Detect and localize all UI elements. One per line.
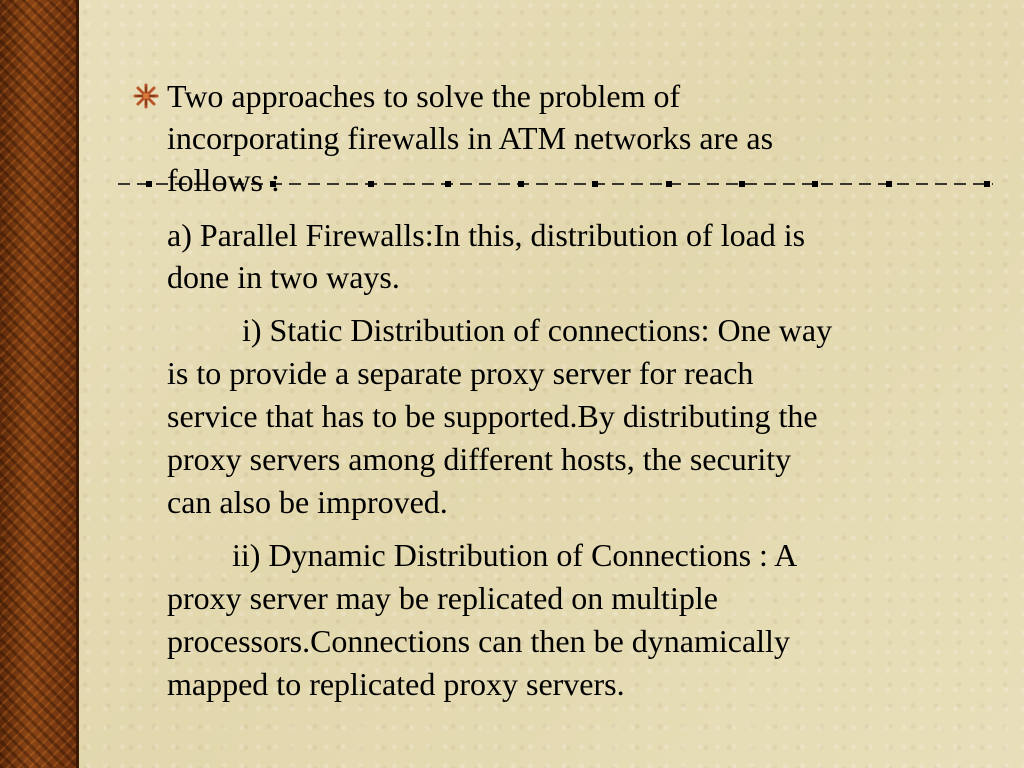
star-burst-icon [133, 83, 159, 109]
dynamic-line: proxy server may be replicated on multip… [167, 580, 718, 616]
intro-line: incorporating firewalls in ATM networks … [167, 120, 774, 156]
border-edge-line [76, 0, 79, 768]
dynamic-line: processors.Connections can then be dynam… [167, 623, 790, 659]
intro-line: follows : [167, 162, 280, 198]
static-line: i) Static Distribution of connections: O… [242, 312, 833, 348]
static-line: can also be improved. [167, 484, 448, 520]
static-line: is to provide a separate proxy server fo… [167, 355, 754, 391]
decorative-border-strip [0, 0, 76, 768]
dynamic-line: mapped to replicated proxy servers. [167, 666, 625, 702]
dynamic-line: ii) Dynamic Distribution of Connections … [232, 537, 798, 573]
static-line: proxy servers among different hosts, the… [167, 441, 792, 477]
intro-line: Two approaches to solve the problem of [167, 78, 681, 114]
static-line: service that has to be supported.By dist… [167, 398, 818, 434]
dashed-divider [118, 176, 993, 192]
parallel-line: done in two ways. [167, 259, 400, 295]
parallel-line: a) Parallel Firewalls:In this, distribut… [167, 217, 806, 253]
